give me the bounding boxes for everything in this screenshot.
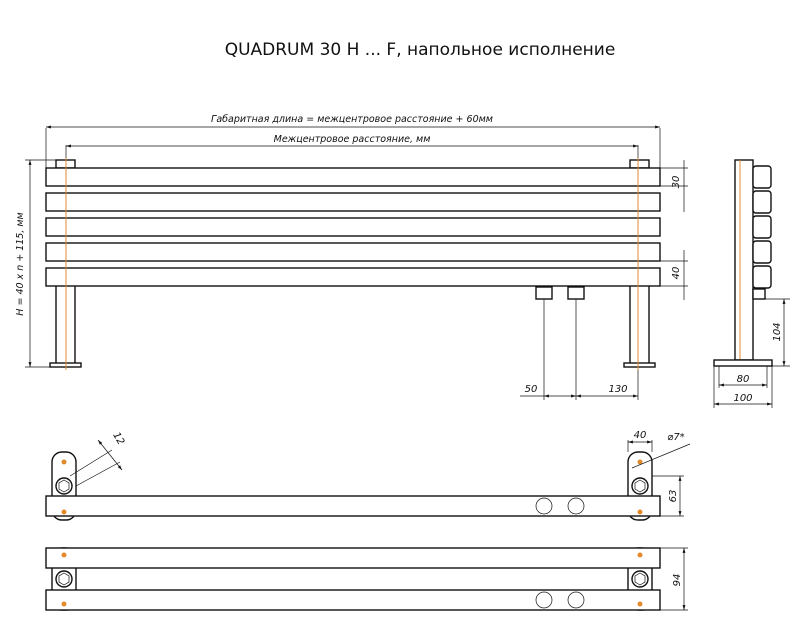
overall-length-label: Габаритная длина = межцентровое расстоян… bbox=[211, 114, 493, 125]
tube-pitch-dim: 40 bbox=[671, 267, 682, 280]
height-formula-label: H = 40 х n + 115, мм bbox=[15, 212, 26, 315]
bracket-40-dim: 40 bbox=[634, 430, 647, 441]
center-distance-label: Межцентровое расстояние, мм bbox=[274, 134, 431, 145]
hole-diameter-dim: ⌀7* bbox=[667, 432, 684, 443]
tube-1 bbox=[45, 167, 661, 187]
front-leg-right bbox=[629, 284, 650, 366]
leg-height-dim: 104 bbox=[772, 322, 783, 341]
page-title: QUADRUM 30 H ... F, напольное исполнение bbox=[225, 40, 616, 60]
depth-94-dim: 94 bbox=[672, 574, 683, 587]
tube-4 bbox=[45, 242, 661, 262]
tube-2 bbox=[45, 192, 661, 212]
tube-thickness-dim: 30 bbox=[671, 176, 682, 189]
connector-1 bbox=[535, 286, 553, 300]
offset-130-dim: 130 bbox=[608, 384, 627, 395]
top-view-1: 12 40 ⌀7* 63 bbox=[45, 430, 691, 521]
depth-63-dim: 63 bbox=[668, 490, 679, 503]
foot-100-dim: 100 bbox=[733, 393, 752, 404]
side-view: 104 80 100 bbox=[713, 159, 790, 408]
tube-3 bbox=[45, 217, 661, 237]
connector-2 bbox=[567, 286, 585, 300]
tube-5 bbox=[45, 267, 661, 287]
top-view-2: 94 bbox=[45, 547, 688, 611]
bracket-angle-dim: 12 bbox=[110, 430, 126, 447]
front-view: Габаритная длина = межцентровое расстоян… bbox=[15, 114, 688, 400]
offset-50-dim: 50 bbox=[525, 384, 538, 395]
foot-80-dim: 80 bbox=[737, 374, 750, 385]
